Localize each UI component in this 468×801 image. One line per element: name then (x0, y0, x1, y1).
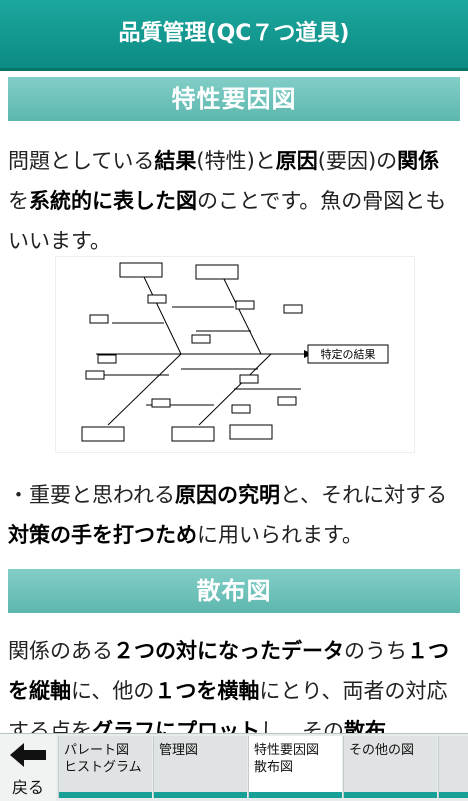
cause-box (195, 264, 239, 280)
cause-box (239, 374, 259, 384)
cause-box (119, 262, 163, 278)
cause-box (277, 396, 297, 406)
cause-box (229, 424, 273, 440)
back-button[interactable]: 戻る (0, 734, 56, 801)
tab-control-chart[interactable]: 管理図 (153, 736, 247, 798)
cause-box (171, 426, 215, 442)
section-heading-text: 散布図 (196, 577, 272, 605)
emphasis-text: グラフにプロット (92, 719, 260, 733)
app-title-bar: 品質管理(QC７つ道具) (0, 0, 468, 71)
tab-other-charts[interactable]: その他の図 (343, 736, 437, 798)
body-text: (特性)と (196, 149, 276, 173)
cause-box (231, 404, 251, 414)
cause-box (147, 294, 167, 304)
fishbone-usage: ・重要と思われる原因の究明と、それに対する対策の手を打つために用いられます。 (8, 475, 460, 555)
body-text: 問題としている (8, 149, 155, 173)
body-text: 関係のある (8, 639, 113, 663)
emphasis-text: １つを横軸 (154, 679, 260, 703)
fishbone-diagram: 特定の結果 (55, 256, 415, 453)
bone-top-left (143, 276, 182, 355)
app-title: 品質管理(QC７つ道具) (118, 21, 350, 46)
body-text: し、その (260, 719, 344, 733)
emphasis-text: 原因の究明 (174, 483, 280, 507)
emphasis-text: 系統的に表した図 (29, 189, 197, 213)
tab-label-line1: 管理図 (159, 743, 199, 758)
tab-label-line1: パレート図 (64, 743, 130, 758)
tab-pareto-histogram[interactable]: パレート図 ヒストグラム (58, 736, 152, 798)
bone-bottom-left (107, 353, 182, 426)
body-text: ・重要と思われる (8, 483, 175, 507)
cause-box (283, 304, 303, 314)
emphasis-text: 対策の手を打つため (8, 523, 197, 547)
back-label: 戻る (11, 778, 44, 797)
body-text: のうち (344, 639, 407, 663)
body-text: と、それに対する (279, 483, 448, 507)
content-scroll-area[interactable]: 特性要因図 問題としている結果(特性)と原因(要因)の関係を系統的に表した図のこ… (0, 71, 468, 733)
body-text: (要因)の (317, 149, 398, 173)
body-text: のことです。魚の骨図ともいいます。 (8, 189, 447, 253)
tab-fishbone-scatter[interactable]: 特性要因図 散布図 (248, 736, 342, 798)
body-text: を (8, 189, 29, 213)
emphasis-text: 関係 (397, 149, 440, 173)
section-heading-text: 特性要因図 (171, 85, 297, 113)
cause-box (85, 370, 105, 380)
cause-box (191, 334, 211, 344)
tab-label-line2: ヒストグラム (64, 760, 142, 775)
tab-label-line1: 特性要因図 (254, 743, 320, 758)
tab-indicator (59, 792, 152, 798)
fishbone-description: 問題としている結果(特性)と原因(要因)の関係を系統的に表した図のことです。魚の… (8, 141, 460, 261)
emphasis-text: 原因 (275, 149, 318, 173)
body-text: に用いられます。 (197, 523, 363, 547)
tab-indicator (344, 792, 437, 798)
tab-indicator (439, 792, 468, 798)
tab-label-line2: 散布図 (254, 760, 294, 775)
bone-top-right (223, 278, 262, 355)
emphasis-text: １つを縦軸 (8, 639, 449, 703)
cause-box (235, 300, 255, 310)
tab-overflow[interactable] (438, 736, 468, 798)
cause-box (97, 354, 117, 364)
result-label: 特定の結果 (321, 347, 376, 361)
section-heading-scatter: 散布図 (8, 569, 460, 613)
tab-indicator (249, 792, 342, 798)
emphasis-text: 結果 (154, 149, 197, 173)
tab-label-line1: その他の図 (349, 743, 415, 758)
cause-box (151, 398, 171, 408)
tab-indicator (154, 792, 247, 798)
emphasis-text: ２つの対になったデータ (113, 639, 344, 663)
body-text: に、他の (71, 679, 155, 703)
cause-box (81, 426, 125, 442)
bottom-navigation: 戻る パレート図 ヒストグラム 管理図 特性要因図 散布図 その他の図 (0, 733, 468, 801)
cause-box (89, 314, 109, 324)
arrow-left-icon (10, 743, 46, 767)
emphasis-text: 散布 (344, 719, 386, 733)
scatter-description: 関係のある２つの対になったデータのうち１つを縦軸に、他の１つを横軸にとり、両者の… (8, 631, 460, 733)
section-heading-fishbone: 特性要因図 (8, 77, 460, 121)
body-text: にとり、両者の対応する点を (8, 679, 448, 733)
result-box (307, 344, 389, 364)
